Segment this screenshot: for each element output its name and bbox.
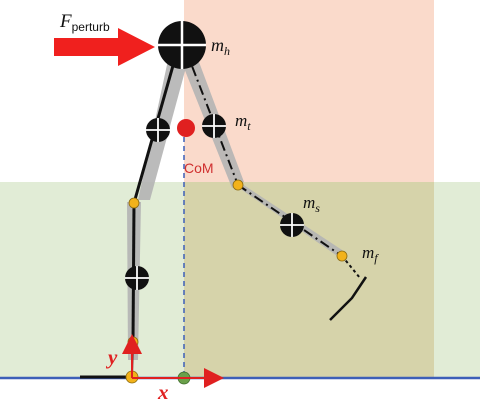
hip-mass-label: mh [211,35,230,58]
shank-mass-label: ms [303,193,320,215]
hip-mass-icon [158,21,206,69]
com-label: CoM [184,160,214,176]
force-label: Fperturb [59,11,110,34]
stance-thigh-mass-icon [146,118,170,142]
swing-ankle-joint-icon [336,250,348,262]
overlap-region [184,182,434,378]
foot-mass-label: mf [362,243,379,265]
swing-knee-joint-icon [232,179,244,191]
swing-shank-mass-icon [280,213,304,237]
thigh-mass-label: mt [235,111,251,133]
stance-shank-mass-icon [125,266,149,290]
y-axis-label: y [105,345,118,369]
com-marker [177,119,195,137]
right-margin [434,182,480,378]
force-arrow [54,28,155,66]
swing-thigh-mass-icon [202,114,226,138]
stance-knee-joint-icon [128,197,140,209]
x-axis-label: x [157,380,169,404]
